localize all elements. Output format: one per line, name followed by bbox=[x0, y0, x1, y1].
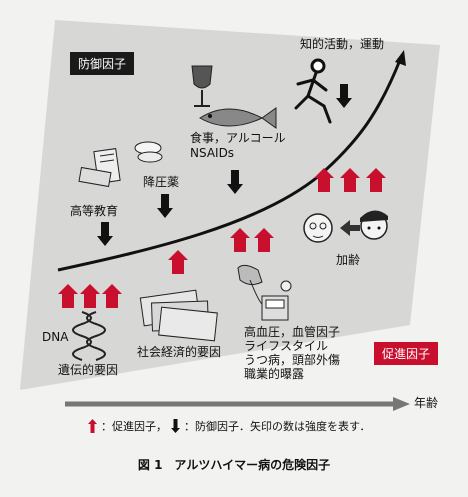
red-arrow-vascular-2 bbox=[254, 228, 274, 252]
label-nsaids: NSAIDs bbox=[190, 146, 235, 160]
protective-factors-box: 防御因子 bbox=[70, 52, 135, 75]
label-age-axis: 年齢 bbox=[414, 396, 439, 410]
elderly-face-icon bbox=[303, 213, 333, 243]
legend-black-text: ：防御因子．矢印の数は強度を表す． bbox=[184, 420, 371, 433]
black-arrow-antihypertensive bbox=[157, 194, 173, 218]
aging-arrow bbox=[340, 220, 360, 236]
runner-icon bbox=[294, 58, 332, 124]
tilted-plane bbox=[20, 20, 440, 390]
books-icon bbox=[78, 148, 121, 188]
label-food-alcohol: 食事，アルコール bbox=[190, 131, 286, 145]
protective-arrows bbox=[97, 84, 352, 246]
legend-black-arrow-icon bbox=[171, 419, 180, 433]
black-arrow-activity bbox=[336, 84, 352, 108]
red-arrow-aging-1 bbox=[314, 168, 334, 192]
label-vascular-1: 高血圧，血管因子 bbox=[244, 325, 341, 339]
risk-curve bbox=[57, 59, 402, 272]
red-arrow-socioeconomic bbox=[168, 250, 188, 274]
wine-glass-icon bbox=[191, 65, 213, 107]
label-vascular-4: 職業的曝露 bbox=[244, 367, 305, 381]
label-socioeconomic: 社会経済的要因 bbox=[137, 345, 222, 359]
fish-icon bbox=[199, 107, 277, 129]
label-intellect-exercise: 知的活動，運動 bbox=[300, 37, 385, 51]
label-dna: DNA bbox=[42, 330, 69, 344]
red-arrow-aging-3 bbox=[366, 168, 386, 192]
promoting-arrows bbox=[58, 168, 386, 308]
red-arrow-vascular-1 bbox=[230, 228, 250, 252]
label-higher-education: 高等教育 bbox=[70, 204, 119, 218]
promoting-factors-box: 促進因子 bbox=[374, 342, 439, 365]
figure-caption: 図 1 アルツハイマー病の危険因子 bbox=[137, 458, 331, 472]
blood-pressure-monitor-icon bbox=[237, 264, 292, 321]
curve-arrowhead bbox=[395, 50, 406, 66]
legend-red-arrow-icon bbox=[88, 419, 97, 433]
black-arrow-food bbox=[227, 170, 243, 194]
dna-helix-icon bbox=[72, 311, 106, 361]
red-arrow-genetic-1 bbox=[58, 284, 78, 308]
label-vascular-3: うつ病，頭部外傷 bbox=[244, 353, 341, 367]
pill-icon bbox=[134, 141, 163, 163]
banknotes-icon bbox=[139, 289, 218, 342]
label-antihypertensive: 降圧薬 bbox=[143, 175, 180, 189]
label-aging: 加齢 bbox=[336, 253, 361, 267]
label-vascular-2: ライフスタイル bbox=[244, 339, 329, 353]
legend-red-text: ：促進因子， bbox=[101, 420, 167, 433]
age-axis-arrowhead bbox=[393, 397, 410, 411]
young-face-icon bbox=[360, 210, 388, 240]
red-arrow-genetic-3 bbox=[102, 284, 122, 308]
label-genetic: 遺伝的要因 bbox=[58, 363, 119, 377]
legend: ：促進因子， ：防御因子．矢印の数は強度を表す． bbox=[88, 418, 371, 434]
red-arrow-aging-2 bbox=[340, 168, 360, 192]
red-arrow-genetic-2 bbox=[80, 284, 100, 308]
black-arrow-education bbox=[97, 222, 113, 246]
